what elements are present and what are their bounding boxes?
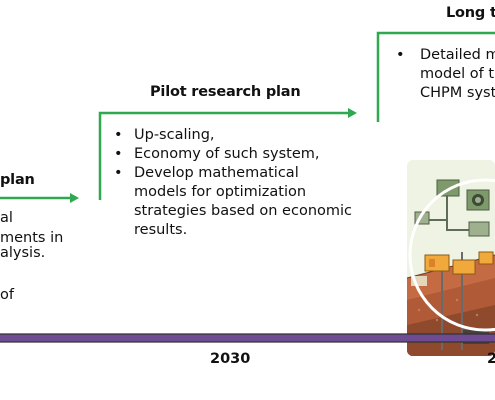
left-phase-title: plan: [0, 172, 35, 188]
chpm-system-illustration: [407, 160, 495, 356]
long-term-arrow: [376, 31, 495, 122]
timeline-bar: [0, 333, 495, 343]
pilot-phase-title: Pilot research plan: [150, 84, 301, 100]
pilot-bullet-text: Economy of such system,: [134, 146, 320, 162]
left-arrow: [0, 193, 79, 203]
left-phase-text-line: al: [0, 210, 13, 226]
long-term-phase-title: Long te: [446, 5, 495, 21]
long-term-bullet-dot: •: [396, 47, 405, 63]
left-phase-text-line: of: [0, 287, 14, 303]
pilot-phase-list: •Up-scaling, •Economy of such system, •D…: [112, 126, 352, 240]
pilot-bullet-text: Up-scaling,: [134, 127, 215, 143]
pilot-bullet: •Economy of such system,: [114, 146, 320, 162]
left-phase-text-line: ments in: [0, 230, 64, 246]
pilot-bullet: •Develop mathematical models for optimiz…: [114, 165, 353, 238]
pilot-arrow: [98, 108, 357, 200]
pilot-bullet: •Up-scaling,: [114, 127, 215, 143]
left-phase-text-line: alysis.: [0, 245, 46, 261]
long-term-text-line: model of th: [420, 66, 495, 82]
timeline-year-2030: 2030: [210, 351, 251, 367]
timeline-year-next: 2: [487, 351, 495, 367]
pilot-bullet-text: Develop mathematical models for optimiza…: [134, 165, 353, 238]
long-term-text-line: CHPM syste: [420, 85, 495, 101]
long-term-text-line: Detailed ma: [420, 47, 495, 63]
